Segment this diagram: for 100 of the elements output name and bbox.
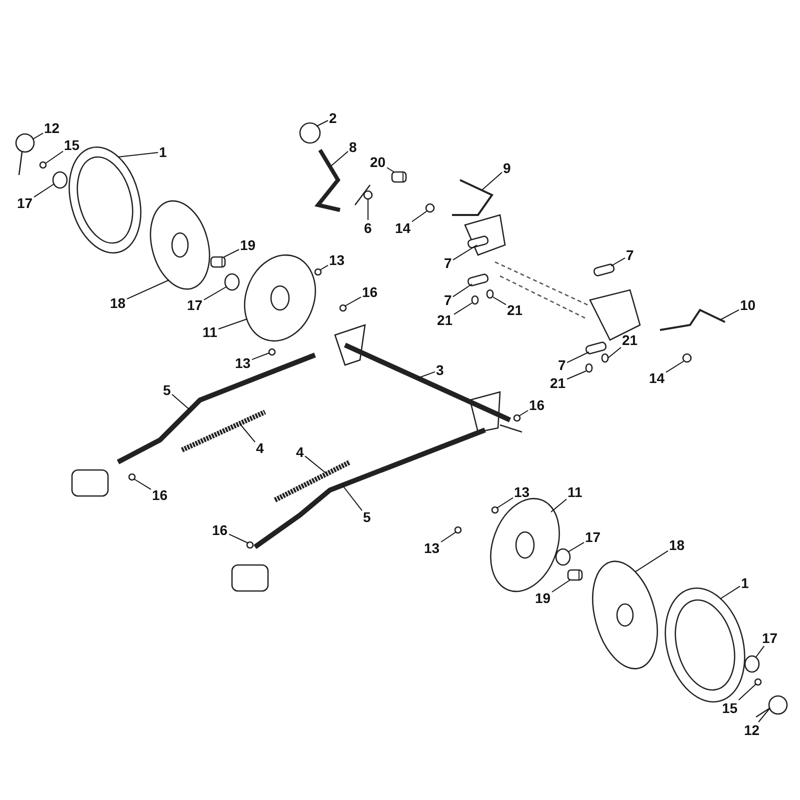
callout-number: 15 — [722, 700, 738, 716]
wheel-hub — [150, 200, 210, 290]
leader-line — [228, 534, 248, 544]
leader-line — [412, 210, 428, 222]
callout-number: 9 — [503, 160, 511, 176]
leader-line — [320, 264, 328, 270]
leader-line — [738, 684, 756, 700]
leader-line — [452, 284, 472, 298]
bushing — [210, 256, 226, 268]
leader-line — [32, 132, 44, 140]
leader-line — [608, 346, 622, 358]
leader-line — [454, 302, 472, 315]
callout-number: 13 — [514, 484, 530, 500]
callout-number: 13 — [329, 252, 345, 268]
ring-pin — [756, 695, 788, 718]
clip-plate — [584, 340, 608, 356]
callout-number: 17 — [762, 630, 778, 646]
wheel-disc — [244, 254, 316, 342]
callout-number: 12 — [44, 120, 60, 136]
callout-number: 4 — [256, 440, 264, 456]
screw — [486, 289, 494, 299]
callout-number: 18 — [669, 537, 685, 553]
leader-line — [452, 244, 478, 260]
leader-line — [342, 486, 362, 512]
clip-plate — [466, 272, 490, 288]
nut — [754, 678, 762, 686]
leader-line — [218, 318, 248, 330]
leader-line — [482, 172, 502, 190]
wheel-hub — [592, 560, 658, 670]
leader-line — [496, 497, 514, 508]
leader-line — [46, 150, 64, 164]
callout-number: 17 — [17, 195, 33, 211]
wheel-disc — [490, 498, 560, 592]
leader-line — [304, 456, 328, 474]
callout-number: 5 — [163, 382, 171, 398]
leader-line — [720, 586, 740, 600]
callout-number: 16 — [529, 397, 545, 413]
callout-number: 1 — [159, 144, 167, 160]
ring-pin — [15, 133, 35, 176]
bearing-ring — [744, 655, 760, 673]
washer — [128, 473, 136, 481]
leader-line — [252, 352, 270, 360]
leader-line — [224, 249, 240, 258]
callout-number: 17 — [187, 297, 203, 313]
callout-number: 21 — [622, 332, 638, 348]
callout-number: 21 — [550, 375, 566, 391]
leader-line — [492, 296, 506, 306]
callout-number: 13 — [235, 355, 251, 371]
leader-line — [550, 498, 567, 512]
leader-line — [204, 286, 226, 300]
callout-number: 16 — [362, 284, 378, 300]
leader-line — [240, 424, 256, 442]
bushing — [391, 171, 407, 183]
wheel-tire — [664, 588, 746, 702]
callout-number: 13 — [424, 540, 440, 556]
callout-number: 14 — [649, 370, 665, 386]
callout-number: 4 — [296, 444, 304, 460]
callout-number: 3 — [436, 362, 444, 378]
callout-number: 16 — [152, 487, 168, 503]
clip-plate — [466, 234, 490, 250]
callout-number: 19 — [535, 590, 551, 606]
leader-line — [720, 309, 740, 320]
leader-line — [34, 184, 54, 198]
screw — [471, 295, 479, 305]
leader-line — [386, 167, 394, 172]
screw — [314, 268, 322, 276]
callout-number: 15 — [64, 137, 80, 153]
screw — [268, 348, 276, 356]
leader-line — [518, 410, 528, 416]
leader-line — [756, 646, 765, 658]
callout-number: 5 — [363, 509, 371, 525]
leader-line — [610, 257, 626, 266]
callout-number: 7 — [558, 357, 566, 373]
bearing-ring — [224, 273, 240, 291]
screw — [682, 353, 692, 363]
callout-number: 11 — [568, 484, 582, 500]
callout-number: 19 — [240, 237, 256, 253]
leader-line — [566, 370, 586, 380]
rod — [314, 148, 340, 212]
leader-line — [566, 352, 590, 364]
washer — [513, 414, 521, 422]
bushing — [567, 569, 583, 581]
callout-number: 14 — [395, 220, 411, 236]
bearing-ring — [52, 171, 68, 189]
clip-plate — [592, 262, 616, 278]
leader-line — [758, 708, 770, 722]
callout-number: 21 — [507, 302, 523, 318]
leader-line — [666, 360, 684, 373]
nut — [39, 161, 47, 169]
screw — [601, 353, 609, 363]
leader-line — [344, 296, 362, 306]
callout-number: 21 — [437, 312, 453, 328]
leader-line — [568, 542, 584, 552]
lever-arm — [116, 352, 316, 464]
callout-number: 10 — [740, 297, 756, 313]
leader-line — [134, 478, 152, 490]
screw — [585, 363, 593, 373]
knob — [299, 122, 321, 144]
leader-line — [316, 120, 328, 126]
callout-number: 7 — [444, 292, 452, 308]
